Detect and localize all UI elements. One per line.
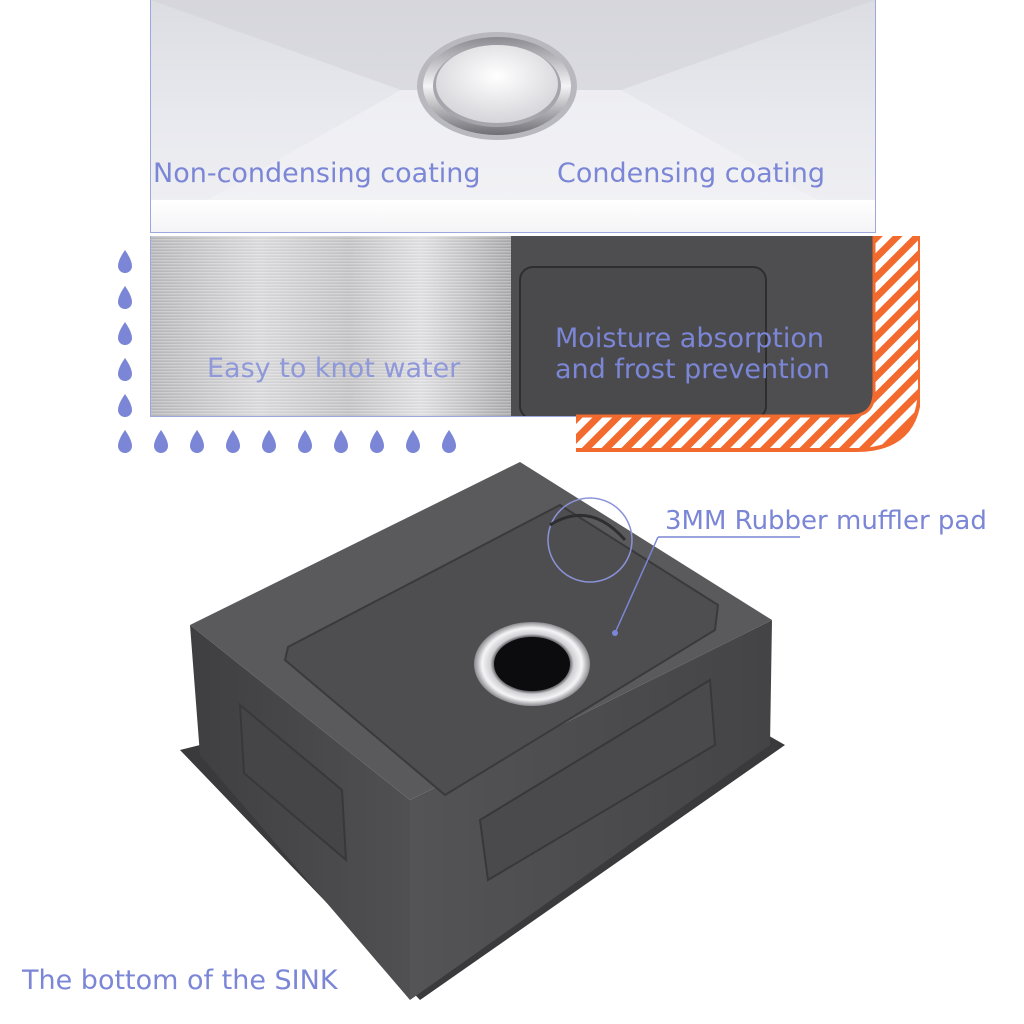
water-drop-icon <box>262 430 276 453</box>
coating-cross-section <box>150 236 876 417</box>
water-drop-icon <box>118 358 132 381</box>
water-drops-group <box>118 250 456 453</box>
muffler-pad-label: 3MM Rubber muffler pad <box>665 506 987 536</box>
moisture-label-line1: Moisture absorption <box>555 323 825 354</box>
sink-bottom-illustration <box>180 462 800 1000</box>
easy-knot-label: Easy to knot water <box>207 353 461 384</box>
coating-pad-edge <box>519 266 767 416</box>
sink-bottom-label: The bottom of the SINK <box>22 965 338 996</box>
condensing-label: Condensing coating <box>557 158 825 189</box>
sink-rim-strip <box>151 200 875 232</box>
water-drop-icon <box>118 322 132 345</box>
water-drop-icon <box>370 430 384 453</box>
coated-section <box>511 236 875 416</box>
water-drop-icon <box>154 430 168 453</box>
moisture-label-line2: and frost prevention <box>555 354 830 385</box>
water-drop-icon <box>406 430 420 453</box>
water-drop-icon <box>118 250 132 273</box>
drain-top-icon <box>417 32 577 140</box>
water-drop-icon <box>118 394 132 417</box>
insulation-hatch-icon <box>576 236 920 452</box>
water-drop-icon <box>334 430 348 453</box>
water-drop-icon <box>298 430 312 453</box>
water-drop-icon <box>118 430 132 453</box>
water-drop-icon <box>190 430 204 453</box>
non-condensing-label: Non-condensing coating <box>153 158 481 189</box>
water-drop-icon <box>442 430 456 453</box>
water-drop-icon <box>118 286 132 309</box>
brushed-steel-section <box>151 236 511 416</box>
water-drop-icon <box>226 430 240 453</box>
